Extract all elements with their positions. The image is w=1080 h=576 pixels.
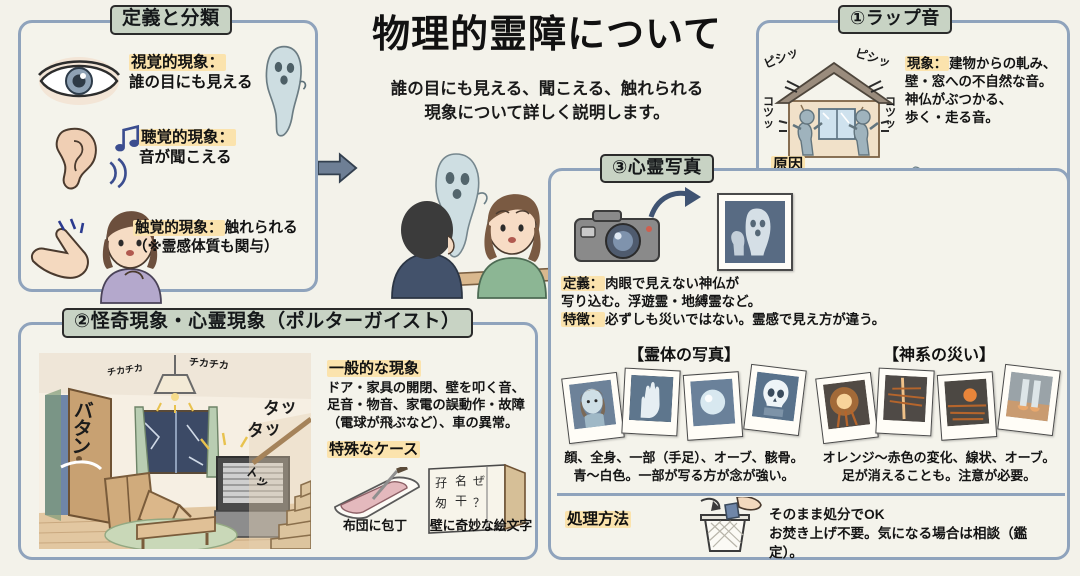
definition-item-auditory-desc: 音が聞こえる [139,149,232,167]
spirit-body-caption: 顔、全身、一部（手足）、オーブ、骸骨。 青～白色。一部が写る方が念が強い。 [553,449,815,484]
eye-icon [35,51,123,109]
divine-calamity-caption-line-2: 足が消えることも。注意が必要。 [841,467,1037,483]
common-phenomena-line-1: ドア・家具の開閉、壁を叩く音、 [327,380,525,395]
definition-line-1: 肉眼で見えない神仏が [605,276,740,291]
definition-item-visual-label: 視覚的現象： [129,54,227,71]
legs-photo [997,363,1061,437]
ghost-photo-sample [717,193,793,271]
music-note-icon [113,123,143,158]
definition-panel-badge: 定義と分類 [110,5,232,35]
futon-knife-icon [327,464,427,530]
svg-text:？: ？ [473,496,485,510]
rap-phenomenon-label: 現象： [905,56,950,71]
special-cases-illustrations: 孖匆 名干 ぜ ？ 布団に包丁 壁に奇妙な絵文字 [327,463,533,549]
rap-panel-badge: ①ラップ音 [838,5,952,34]
rap-phenomenon-line-4: 歩く・走る音。 [905,109,999,125]
sfx-batan: バタン [71,400,95,459]
trash-disposal-icon [687,495,765,558]
sfx-kotsu-2: コツッ [885,96,896,130]
common-phenomena-line-2: 足音・物音、家電の誤動作・故障 [327,397,525,413]
hand-touch-icon [27,213,107,288]
rap-phenomenon-line-1: 建物からの軋み、 [949,56,1057,71]
orange-flare-photo [815,371,879,445]
sfx-kotsu-1: コツッ [763,96,774,130]
common-phenomena-line-3: （電球が飛ぶなど）、車の異常。 [327,414,519,430]
poltergeist-room-illustration: チカチカ チカチカ バタン タッ タッ トッ [38,353,313,554]
hand-photo [621,367,681,437]
special-case-caption-1: 布団に包丁 [343,518,407,534]
subtitle-line-2: 現象について詳しく説明します。 [424,103,670,122]
definition-panel: 視覚的現象： 誰の目にも見える [18,20,318,304]
svg-text:干: 干 [455,494,467,508]
ear-icon [41,125,117,193]
spirit-photo-panel-badge: ③心霊写真 [600,154,714,183]
definition-item-auditory-label: 聴覚的現象： [139,129,237,146]
svg-text:名: 名 [455,473,467,488]
poltergeist-panel-badge: ②怪奇現象・心霊現象（ポルターガイスト） [62,308,473,338]
definition-item-tactile-desc: 触れられる [224,220,298,236]
disposal-line-2: お焚き上げ不要。気になる場合は相談（鑑定）。 [769,526,1028,561]
definition-item-visual-desc: 誰の目にも見える [129,74,253,92]
sfx-ta-2: タッ [246,418,283,441]
subtitle-line-1: 誰の目にも見える、聞こえる、触れられる [390,80,704,98]
section-divider [557,493,1065,496]
definition-item-tactile-note: （※霊感体質も関与） [133,238,279,255]
skull-photo [743,363,807,437]
feature-line: 必ずしも災いではない。霊感で見え方が違う。 [605,312,886,328]
ghost-icon [259,41,309,148]
divine-calamity-caption-line-1: オレンジ～赤色の変化、線状、オーブ。 [822,450,1056,465]
poltergeist-panel: チカチカ チカチカ バタン タッ タッ トッ 一般的な現象 ドア・家具の開閉、壁… [18,322,538,560]
definition-item-visual: 視覚的現象： 誰の目にも見える [129,53,253,93]
rap-phenomenon-line-2: 壁・窓への不自然な音。 [905,73,1053,89]
spirit-body-heading: 【霊体の写真】 [627,347,740,364]
spirit-photo-definition: 定義：肉眼で見えない神仏が 写り込む。浮遊霊・地縛霊など。 特徴：必ずしも災いで… [561,275,921,330]
sound-wave-icon [105,155,135,196]
spirit-photo-panel: 定義：肉眼で見えない神仏が 写り込む。浮遊霊・地縛霊など。 特徴：必ずしも災いで… [548,168,1070,560]
definition-item-tactile-label: 触覚的現象： [133,220,225,236]
orb-photo [682,371,744,441]
spirit-body-caption-line-1: 顔、全身、一部（手足）、オーブ、骸骨。 [564,450,804,465]
wall-glyph-icon: 孖匆 名干 ぜ ？ [427,463,529,540]
feature-label: 特徴： [561,312,606,328]
page-title: 物理的霊障について [372,14,722,56]
svg-text:匆: 匆 [435,496,447,510]
sun-line-photo [936,371,998,441]
arrow-right-icon [317,152,358,189]
divine-calamity-caption: オレンジ～赤色の変化、線状、オーブ。 足が消えることも。注意が必要。 [809,449,1069,484]
camera-icon [571,203,667,272]
special-cases-heading: 特殊なケース [327,441,421,459]
rap-phenomenon-text: 現象：建物からの軋み、 壁・窓への不自然な音。 神仏がぶつかる、 歩く・走る音。 [905,55,1065,127]
streak-photo [875,367,935,437]
center-couple-illustration [366,148,566,305]
spirit-body-photo-strip [561,363,815,447]
poltergeist-text-column: 一般的な現象 ドア・家具の開閉、壁を叩く音、 足音・物音、家電の誤動作・故障 （… [327,357,533,549]
disposal-text: そのまま処分でOK お焚き上げ不要。気になる場合は相談（鑑定）。 [769,505,1059,562]
common-phenomena-heading: 一般的な現象 [327,360,422,377]
house-illustration: ピシッ ピシッ コツッ コツッ [762,45,901,170]
svg-text:ぜ: ぜ [473,474,485,488]
svg-text:孖: 孖 [435,476,447,490]
common-phenomena-list: ドア・家具の開閉、壁を叩く音、 足音・物音、家電の誤動作・故障 （電球が飛ぶなど… [327,379,533,431]
definition-item-auditory: 聴覚的現象： 音が聞こえる [139,128,237,168]
spirit-body-caption-line-2: 青～白色。一部が写る方が念が強い。 [573,467,795,483]
disposal-label: 処理方法 [565,511,632,528]
page-subtitle: 誰の目にも見える、聞こえる、触れられる 現象について詳しく説明します。 [352,78,742,126]
disposal-line-1: そのまま処分でOK [769,507,885,522]
definition-label: 定義： [561,276,606,291]
definition-line-2: 写り込む。浮遊霊・地縛霊など。 [561,294,762,310]
definition-item-tactile: 触覚的現象：触れられる （※霊感体質も関与） [133,219,298,257]
rap-phenomenon-line-3: 神仏がぶつかる、 [905,91,1013,107]
face-photo [561,371,625,445]
divine-calamity-heading: 【神系の災い】 [882,347,995,364]
divine-calamity-photo-strip [815,363,1065,447]
special-case-caption-2: 壁に奇妙な絵文字 [429,518,533,534]
curved-arrow-icon [647,185,707,226]
